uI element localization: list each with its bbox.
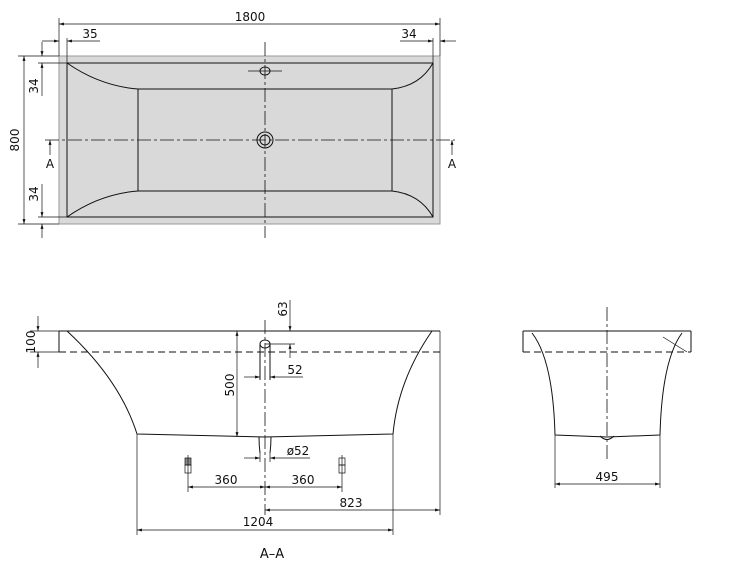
- section-marker-left: A: [46, 157, 55, 171]
- dim-foot-left: 360: [215, 473, 238, 487]
- dim-overflow-diameter: 52: [287, 363, 302, 377]
- dim-overflow-offset: 63: [276, 301, 290, 316]
- foot-left-icon: [184, 455, 192, 492]
- basin-curves: [66, 62, 434, 218]
- dim-rim-bottom: 34: [27, 186, 41, 201]
- dim-drain-to-end: 823: [340, 496, 363, 510]
- dim-rim-top: 34: [27, 78, 41, 93]
- drain-stub: [258, 436, 272, 454]
- dim-width: 800: [8, 129, 22, 152]
- dim-rim-left: 35: [82, 27, 97, 41]
- dim-rim-height: 100: [24, 331, 38, 354]
- top-view: 1800 35 34 800 34 34 A A: [8, 10, 457, 238]
- drain-icon: [256, 131, 274, 149]
- section-view: 100 63 500 52 ø52 360 360 823 1204: [24, 300, 441, 562]
- section-title: A–A: [260, 547, 284, 562]
- dim-drain-diameter: ø52: [287, 444, 310, 458]
- dim-rim-right: 34: [401, 27, 416, 41]
- dim-foot-right: 360: [292, 473, 315, 487]
- dim-depth: 500: [223, 374, 237, 397]
- foot-right-icon: [338, 455, 346, 492]
- dim-bottom-width: 495: [596, 470, 619, 484]
- dim-bottom-length: 1204: [243, 515, 274, 529]
- section-marker-right: A: [448, 157, 457, 171]
- dim-length: 1800: [235, 10, 266, 24]
- side-view: 495: [522, 307, 692, 488]
- side-profile: [531, 332, 683, 438]
- tub-section-profile: [66, 330, 433, 438]
- overflow-icon: [248, 66, 282, 76]
